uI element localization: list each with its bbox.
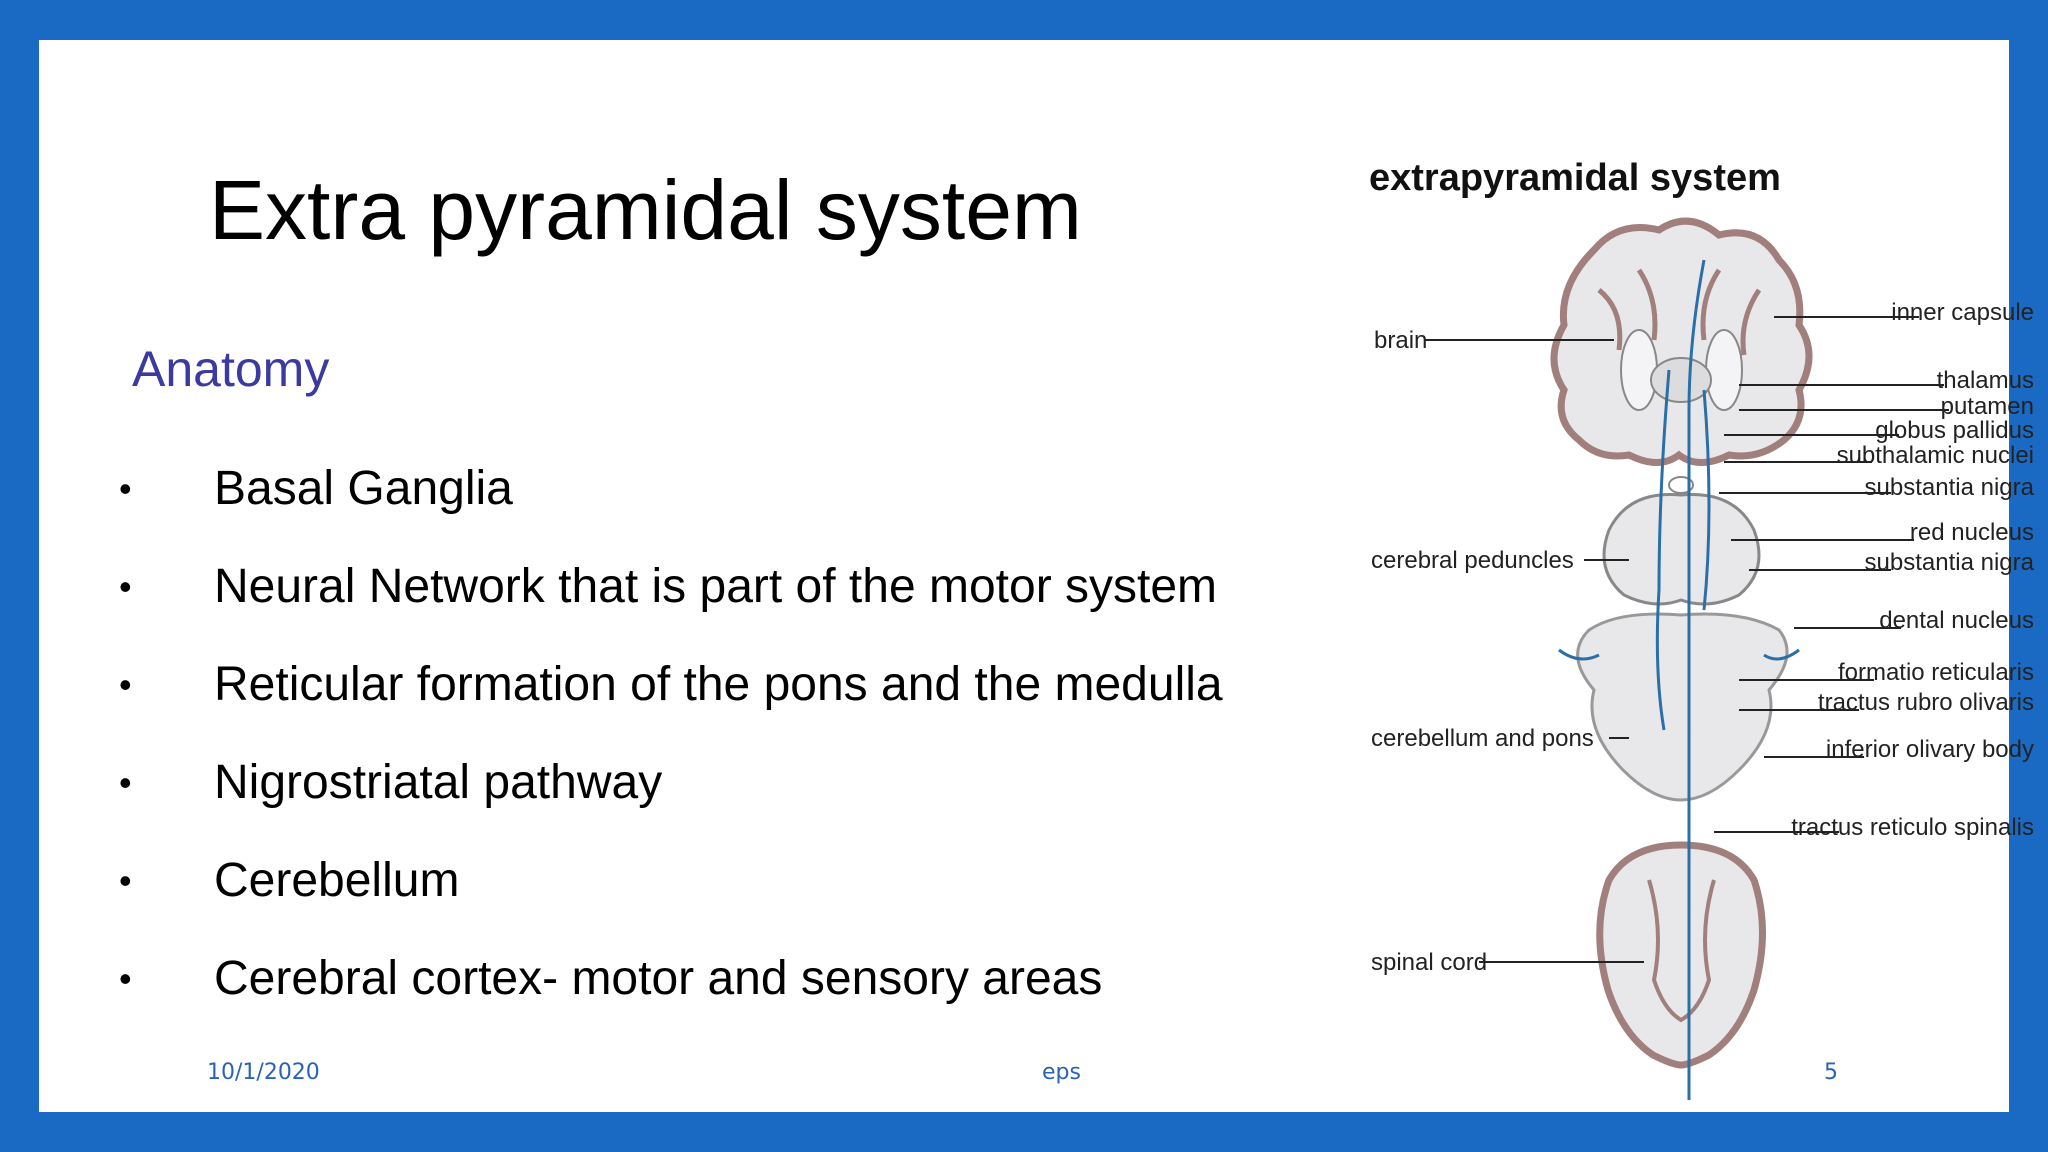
bullet-item: • Neural Network that is part of the moto… — [119, 538, 1223, 636]
bullet-icon: • — [119, 566, 132, 607]
midbrain-section — [1602, 476, 1761, 606]
label-thalamus: thalamus — [1937, 367, 2034, 394]
right-labels: inner capsule thalamus putamen globus pa… — [1714, 299, 2035, 841]
bullet-item: • Cerebral cortex- motor and sensory area… — [119, 930, 1223, 1028]
slide: Extra pyramidal system Anatomy • Basal Ga… — [39, 40, 2035, 1112]
bullet-text: Neural Network that is part of the motor… — [214, 560, 1218, 613]
bullet-text: Basal Ganglia — [214, 462, 513, 515]
bullet-text: Reticular formation of the pons and the … — [214, 658, 1223, 711]
label-spinal-cord: spinal cord — [1371, 949, 1487, 976]
footer-date: 10/1/2020 — [207, 1060, 320, 1085]
bullet-item: • Reticular formation of the pons and the… — [119, 636, 1223, 734]
label-substantia-nigra-2: substantia nigra — [1865, 549, 2035, 576]
footer-center: eps — [1042, 1060, 1081, 1085]
label-formatio-reticularis: formatio reticularis — [1838, 659, 2034, 686]
label-red-nucleus: red nucleus — [1910, 519, 2034, 546]
bullet-text: Cerebellum — [214, 854, 460, 907]
label-cerebellum-and-pons: cerebellum and pons — [1371, 725, 1594, 752]
brain-section — [1550, 217, 1813, 466]
bullet-icon: • — [119, 664, 132, 705]
spinal-cord-section — [1596, 841, 1766, 1069]
slide-subtitle: Anatomy — [132, 341, 330, 397]
bullet-icon: • — [119, 468, 132, 509]
left-labels: brain cerebral peduncles cerebellum and … — [1371, 327, 1644, 976]
pathway-lines — [1655, 259, 1711, 1100]
extrapyramidal-diagram: extrapyramidal system — [1369, 157, 2035, 1100]
label-cerebral-peduncles: cerebral peduncles — [1371, 547, 1574, 574]
label-globus-pallidus: globus pallidus — [1875, 417, 2034, 444]
slide-title: Extra pyramidal system — [209, 163, 1082, 257]
label-putamen: putamen — [1941, 393, 2034, 420]
label-tractus-reticulo-spinalis: tractus reticulo spinalis — [1791, 814, 2034, 841]
footer-page-number: 5 — [1824, 1060, 1838, 1085]
bullet-icon: • — [119, 762, 132, 803]
label-inner-capsule: inner capsule — [1891, 299, 2034, 326]
bullet-list: • Basal Ganglia • Neural Network that is p… — [119, 440, 1223, 1028]
bullet-text: Cerebral cortex- motor and sensory areas — [214, 952, 1103, 1005]
diagram-heading: extrapyramidal system — [1369, 157, 1781, 199]
bullet-item: • Basal Ganglia — [119, 440, 1223, 538]
bullet-icon: • — [119, 958, 132, 999]
label-substantia-nigra-1: substantia nigra — [1865, 474, 2035, 501]
label-dental-nucleus: dental nucleus — [1879, 607, 2034, 634]
label-brain: brain — [1374, 327, 1427, 354]
bullet-item: • Cerebellum — [119, 832, 1223, 930]
label-inferior-olivary-body: inferior olivary body — [1826, 736, 2034, 763]
bullet-item: • Nigrostriatal pathway — [119, 734, 1223, 832]
label-subthalamic-nuclei: subthalamic nuclei — [1837, 442, 2034, 469]
bullet-icon: • — [119, 860, 132, 901]
label-tractus-rubro-olivaris: tractus rubro olivaris — [1818, 689, 2034, 716]
bullet-text: Nigrostriatal pathway — [214, 756, 663, 809]
pons-section — [1558, 612, 1800, 802]
